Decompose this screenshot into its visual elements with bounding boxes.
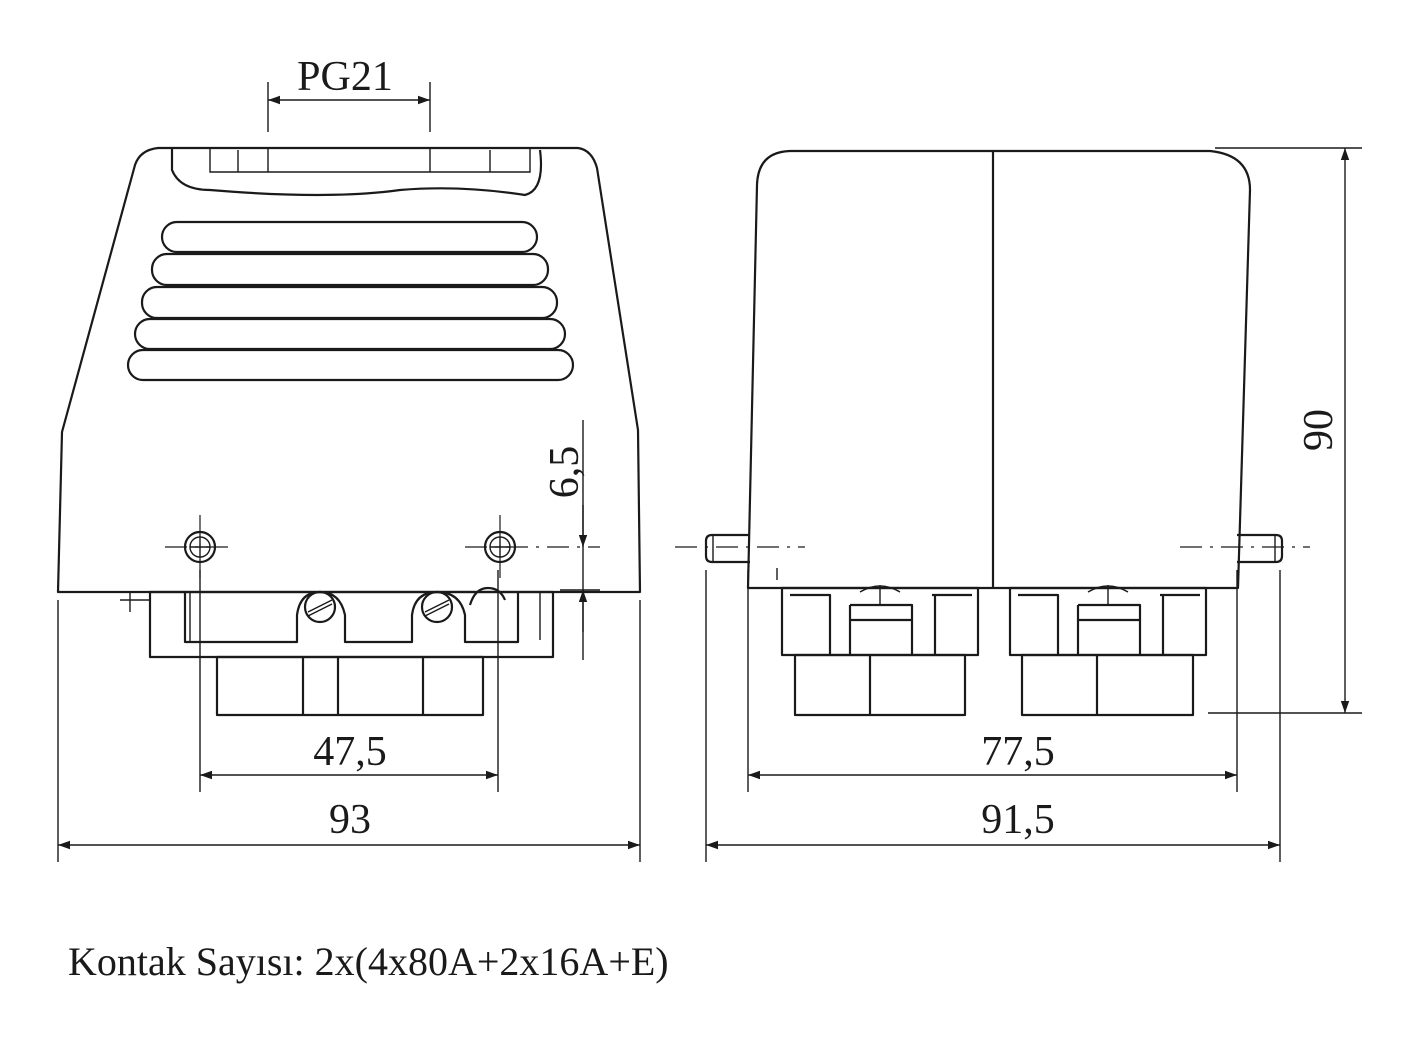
dimension-label: 77,5 [981, 729, 1055, 775]
side-view: 90 77,5 91,5 [675, 147, 1362, 862]
dimension-47-5: 47,5 [199, 570, 499, 792]
side-pin-right-icon [1237, 533, 1284, 564]
dimension-label: 90 [1296, 409, 1342, 451]
front-insert-base [120, 586, 555, 717]
dimension-label: 6,5 [542, 446, 588, 499]
center-lines [165, 515, 600, 580]
dimension-label: PG21 [297, 54, 393, 100]
cable-entry-detail [209, 148, 531, 173]
side-insert-left [780, 585, 980, 717]
dimension-6-5: 6,5 [542, 420, 600, 660]
cable-entry-opening [170, 148, 543, 197]
contact-count-caption: Kontak Sayısı: 2x(4x80A+2x16A+E) [68, 939, 669, 984]
dimension-pg21: PG21 [267, 54, 431, 132]
side-pin-left-icon [704, 533, 750, 564]
dimension-91-5: 91,5 [705, 570, 1281, 862]
dimension-label: 93 [329, 797, 371, 843]
front-view: PG21 47,5 93 6,5 [56, 54, 642, 862]
dimension-label: 91,5 [981, 797, 1055, 843]
dimension-77-5: 77,5 [747, 570, 1238, 792]
side-hood-outline [746, 149, 1252, 590]
dimension-label: 47,5 [313, 729, 387, 775]
cooling-ribs [126, 220, 575, 382]
front-hood-outline [56, 146, 642, 594]
dimension-93: 93 [57, 600, 641, 862]
dimension-90: 90 [1208, 147, 1362, 714]
side-insert-right [1008, 585, 1208, 717]
